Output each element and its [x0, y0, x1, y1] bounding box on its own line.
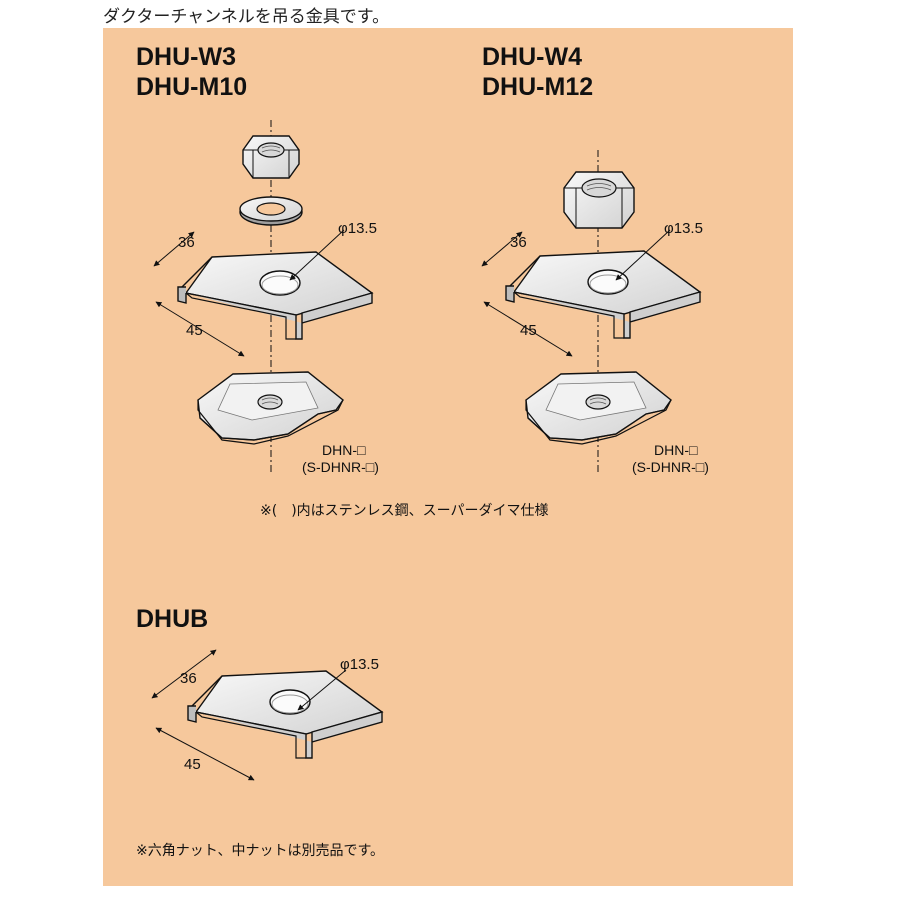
model-name-left-1: DHU-W3: [136, 43, 236, 71]
dim-line-width: [153, 231, 195, 267]
hex-nut-icon: [563, 171, 635, 229]
right-assembly-drawing: [481, 150, 701, 472]
page-caption: ダクターチャンネルを吊る金具です。: [103, 7, 390, 27]
washer-icon: [239, 196, 303, 226]
right-part-label-2: (S-DHNR-□): [632, 459, 709, 475]
right-dim-length: 45: [520, 322, 537, 339]
right-dim-width: 36: [510, 234, 527, 251]
dim-line-length: [155, 727, 255, 781]
dim-line-width: [151, 649, 217, 699]
dim-line-width: [481, 231, 523, 267]
left-dim-hole: φ13.5: [338, 220, 377, 237]
clip-plate-icon: [187, 670, 383, 759]
nut-plate-icon: [197, 371, 344, 445]
model-name-bottom: DHUB: [136, 605, 209, 633]
model-name-left-2: DHU-M10: [136, 73, 248, 101]
stainless-note: ※( )内はステンレス鋼、スーパーダイマ仕様: [260, 503, 549, 519]
clip-plate-icon: [177, 251, 373, 340]
bottom-dim-hole: φ13.5: [340, 656, 379, 673]
hex-nut-icon: [242, 135, 300, 179]
nut-plate-icon: [525, 371, 672, 445]
left-dim-length: 45: [186, 322, 203, 339]
sold-separately-note: ※六角ナット、中ナットは別売品です。: [136, 843, 385, 859]
model-name-right-2: DHU-M12: [482, 73, 594, 101]
dim-leader-hole: [615, 229, 671, 281]
bottom-dim-width: 36: [180, 670, 197, 687]
dim-leader-hole: [297, 669, 347, 711]
dim-line-length: [483, 301, 573, 357]
left-dim-width: 36: [178, 234, 195, 251]
left-part-label-2: (S-DHNR-□): [302, 459, 379, 475]
bottom-dim-length: 45: [184, 756, 201, 773]
bottom-clip-drawing: [151, 649, 383, 781]
right-dim-hole: φ13.5: [664, 220, 703, 237]
right-part-label-1: DHN-□: [654, 442, 698, 458]
dim-leader-hole: [289, 229, 345, 281]
left-assembly-drawing: [153, 120, 373, 472]
left-part-label-1: DHN-□: [322, 442, 366, 458]
model-name-right-1: DHU-W4: [482, 43, 582, 71]
dim-line-length: [155, 301, 245, 357]
